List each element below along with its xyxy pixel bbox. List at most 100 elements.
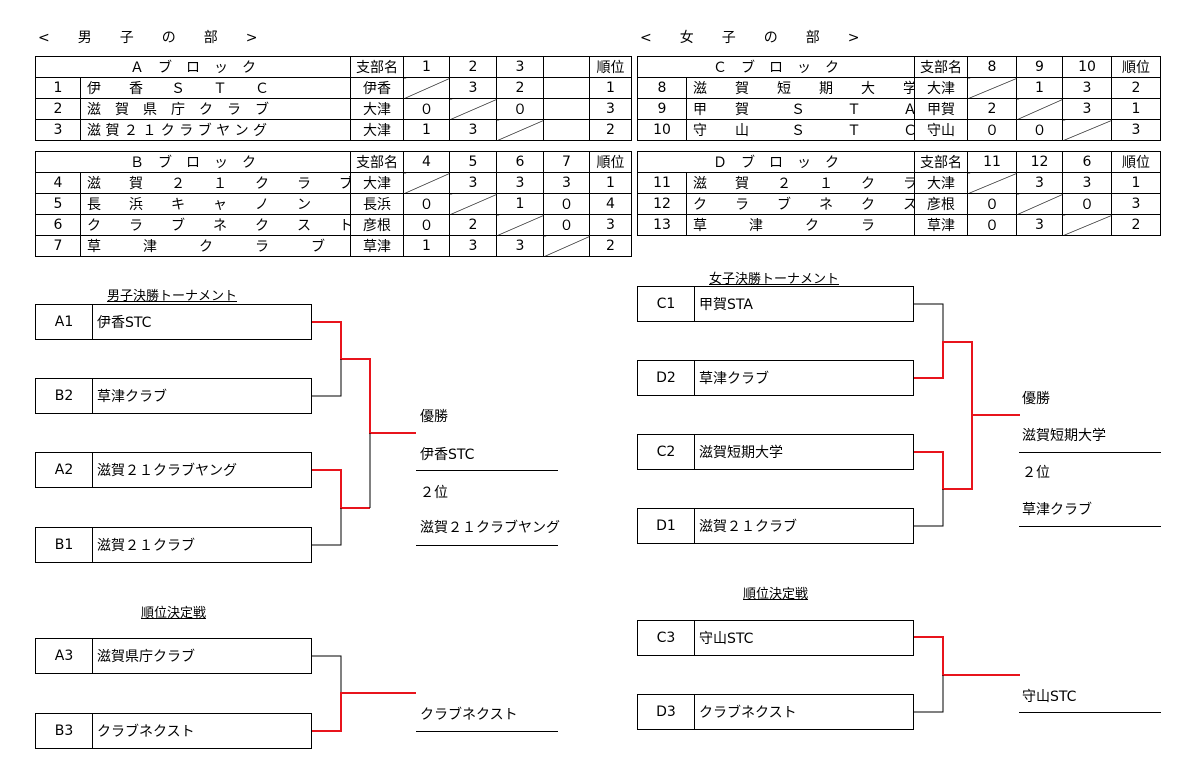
score-cell: 1 <box>403 119 450 141</box>
branch-cell: 大津 <box>350 119 404 141</box>
bracket-entry: D3 クラブネクスト <box>637 694 914 730</box>
block-title: Ｂ ブ ロ ッ ク <box>35 151 351 173</box>
team-label: 滋賀２１クラブヤング <box>97 463 237 479</box>
seed-label: C2 <box>638 435 695 469</box>
men-winner-label: 優勝 <box>420 409 448 425</box>
score-cell: ０ <box>403 214 450 236</box>
score-cell: 3 <box>449 172 497 194</box>
diagonal-cell <box>449 193 497 215</box>
women-placement-title: 順位決定戦 <box>743 587 809 602</box>
score-cell: 1 <box>1016 77 1063 99</box>
team-no: 3 <box>35 119 81 141</box>
score-cell: ０ <box>543 193 590 215</box>
branch-header: 支部名 <box>350 56 404 78</box>
col-header: 6 <box>1062 151 1112 173</box>
rank-cell: 1 <box>589 172 632 194</box>
team-label: 滋賀短期大学 <box>699 445 783 461</box>
team-no: 1 <box>35 77 81 99</box>
score-cell: 3 <box>1062 172 1112 194</box>
seed-label: C1 <box>638 287 695 321</box>
branch-cell: 大津 <box>350 98 404 120</box>
team-label: 滋賀２１クラブ <box>97 538 195 554</box>
seed-label: B1 <box>36 528 93 562</box>
team-label: 守山STC <box>699 631 754 647</box>
score-cell: 1 <box>403 235 450 257</box>
branch-header: 支部名 <box>350 151 404 173</box>
branch-cell: 守山 <box>914 119 968 141</box>
team-label: 滋賀２１クラブ <box>699 519 797 535</box>
bracket-entry: C1 甲賀STA <box>637 286 914 322</box>
block-d-table: Ｄ ブ ロ ッ ク 支部名 11 12 6 順位 11 滋 賀 ２ １ ク ラ … <box>637 151 1161 236</box>
col-header: 2 <box>449 56 497 78</box>
bracket-line-winner <box>311 692 416 732</box>
bracket-entry: B2 草津クラブ <box>35 378 312 414</box>
block-title: Ｃ ブ ロ ッ ク <box>637 56 915 78</box>
women-second-label: ２位 <box>1022 465 1050 481</box>
table-row: 2 滋 賀 県 庁 ク ラ ブ 大津 ０ ０ 3 <box>35 98 632 120</box>
score-cell: 3 <box>1062 98 1112 120</box>
branch-cell: 草津 <box>350 235 404 257</box>
men-placement-title: 順位決定戦 <box>141 606 207 621</box>
seed-label: B3 <box>36 714 93 748</box>
team-no: 5 <box>35 193 81 215</box>
score-cell: 3 <box>449 77 497 99</box>
rank-cell: 4 <box>589 193 632 215</box>
score-cell: 3 <box>1062 77 1112 99</box>
diagonal-cell <box>403 172 450 194</box>
block-b-table: Ｂ ブ ロ ッ ク 支部名 4 5 6 7 順位 4 滋 賀 ２ １ ク ラ ブ… <box>35 151 632 257</box>
team-no: 13 <box>637 214 687 236</box>
men-winner-team: 伊香STC <box>420 447 475 463</box>
team-name: 伊 香 Ｓ Ｔ Ｃ <box>80 77 351 99</box>
bracket-entry: D1 滋賀２１クラブ <box>637 508 914 544</box>
score-cell: 3 <box>496 172 544 194</box>
team-name: 滋 賀 ２ １ ク ラ ブ <box>80 172 351 194</box>
bracket-line-winner <box>311 469 370 509</box>
branch-cell: 大津 <box>914 172 968 194</box>
block-title: Ｄ ブ ロ ッ ク <box>637 151 915 173</box>
bracket-line-winner <box>913 415 973 490</box>
team-label: 滋賀県庁クラブ <box>97 649 195 665</box>
score-cell: 3 <box>449 235 497 257</box>
score-cell <box>543 119 590 141</box>
seed-label: D1 <box>638 509 695 543</box>
score-cell: ０ <box>1062 193 1112 215</box>
rank-header: 順位 <box>1111 151 1161 173</box>
team-no: 9 <box>637 98 687 120</box>
branch-cell: 長浜 <box>350 193 404 215</box>
team-name: 滋 賀 ２ １ ク ラ ブ <box>686 172 915 194</box>
block-a-table: Ａ ブ ロ ッ ク 支部名 1 2 3 順位 1 伊 香 Ｓ Ｔ Ｃ 伊香 3 … <box>35 56 632 141</box>
rank-cell: 2 <box>589 235 632 257</box>
score-cell <box>543 77 590 99</box>
diagonal-cell <box>1062 119 1112 141</box>
men-second-team: 滋賀２１クラブヤング <box>420 520 560 536</box>
table-row: 1 伊 香 Ｓ Ｔ Ｃ 伊香 3 2 1 <box>35 77 632 99</box>
team-no: 11 <box>637 172 687 194</box>
diagonal-cell <box>543 235 590 257</box>
rank-header: 順位 <box>1111 56 1161 78</box>
col-header: 8 <box>967 56 1017 78</box>
divider <box>416 731 558 732</box>
rank-header: 順位 <box>589 151 632 173</box>
score-cell <box>543 98 590 120</box>
seed-label: B2 <box>36 379 93 413</box>
bracket-entry: B3 クラブネクスト <box>35 713 312 749</box>
bracket-entry: A3 滋賀県庁クラブ <box>35 638 312 674</box>
men-section-header: < 男 子 の 部 > <box>38 30 258 46</box>
team-name: 甲 賀 Ｓ Ｔ Ａ <box>686 98 915 120</box>
women-winner-label: 優勝 <box>1022 391 1050 407</box>
bracket-line <box>913 303 944 342</box>
branch-header: 支部名 <box>914 56 968 78</box>
seed-label: D3 <box>638 695 695 729</box>
rank-cell: 1 <box>1111 98 1161 120</box>
women-second-team: 草津クラブ <box>1022 502 1092 518</box>
team-label: 甲賀STA <box>699 297 753 313</box>
bracket-line-winner <box>913 636 1020 676</box>
seed-label: D2 <box>638 361 695 395</box>
bracket-entry: D2 草津クラブ <box>637 360 914 396</box>
bracket-line <box>913 675 944 713</box>
bracket-line <box>913 489 944 527</box>
team-name: 滋 賀 県 庁 ク ラ ブ <box>80 98 351 120</box>
score-cell: 3 <box>496 235 544 257</box>
score-cell: ０ <box>403 98 450 120</box>
team-no: 10 <box>637 119 687 141</box>
